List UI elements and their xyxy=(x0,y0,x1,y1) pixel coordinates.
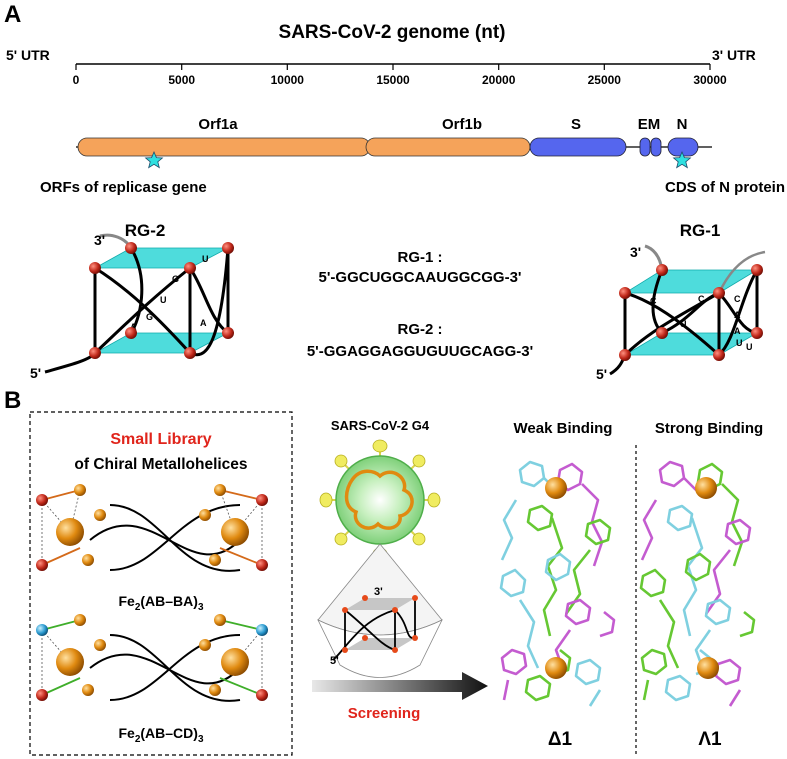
library-subtitle: of Chiral Metallohelices xyxy=(74,456,247,473)
rg2-base: G xyxy=(172,274,179,284)
rg1-g4-structure: U C C C A A U U xyxy=(609,244,766,376)
lambda1-fe-top xyxy=(695,477,717,499)
rg1-base: C xyxy=(734,294,741,304)
tick-label: 25000 xyxy=(588,73,622,87)
delta1-fe-top xyxy=(545,477,567,499)
m-box xyxy=(650,137,662,157)
orf1b-box xyxy=(365,137,531,157)
n-box xyxy=(667,137,699,157)
n-protein-star-icon xyxy=(672,150,692,169)
rg2-title: RG-2 xyxy=(125,221,166,240)
utr5-label: 5' UTR xyxy=(6,47,50,63)
rg1-base: C xyxy=(698,294,705,304)
orf1a-box xyxy=(77,137,371,157)
metallohelix-ab-ba xyxy=(36,484,268,572)
n-protein-annotation: CDS of N protein xyxy=(665,179,785,196)
rg2-base: A xyxy=(130,322,137,332)
rg2-seq-label: RG-2 : xyxy=(398,321,443,338)
delta1-label: Δ1 xyxy=(548,729,573,750)
lambda1-fe-bottom xyxy=(697,657,719,679)
tick-label: 30000 xyxy=(693,73,727,87)
n-label: N xyxy=(677,116,688,133)
panel-b-label: B xyxy=(4,387,21,414)
virus-particle-icon xyxy=(319,439,441,561)
s-label: S xyxy=(571,116,581,133)
replicase-star-icon xyxy=(144,150,164,169)
rg2-g4-structure: U G U G A A xyxy=(44,233,234,374)
rg2-base: U xyxy=(160,295,167,305)
screening-arrow-icon xyxy=(312,672,488,700)
metallohelix-ab-cd xyxy=(36,614,268,702)
tick-label: 20000 xyxy=(482,73,516,87)
compound-ab-cd: Fe2(AB–CD)3 xyxy=(118,725,203,745)
screening-label: Screening xyxy=(348,705,421,722)
virus-title: SARS-CoV-2 G4 xyxy=(331,418,430,433)
tick-label: 5000 xyxy=(168,73,195,87)
rg1-base: A xyxy=(734,326,741,336)
rg1-base: A xyxy=(734,310,741,320)
panel-a-label: A xyxy=(4,1,21,28)
spike-box xyxy=(529,137,627,157)
genome-title: SARS-CoV-2 genome (nt) xyxy=(279,22,506,43)
rg1-base: U xyxy=(680,319,687,329)
rg2-base: A xyxy=(200,318,207,328)
virus-g4-structure xyxy=(332,595,418,661)
rg1-seq-label: RG-1 : xyxy=(398,249,443,266)
rg2-5prime: 5' xyxy=(30,365,41,381)
orf1b-label: Orf1b xyxy=(442,116,482,133)
weak-binding-label: Weak Binding xyxy=(514,420,613,437)
rg2-base: G xyxy=(146,312,153,322)
rg1-base: U xyxy=(746,342,753,352)
virus-5prime: 5' xyxy=(330,655,339,667)
genome-ticks xyxy=(75,64,711,70)
library-box xyxy=(29,411,293,756)
strong-binding-label: Strong Binding xyxy=(655,420,763,437)
orf1a-label: Orf1a xyxy=(198,116,238,133)
library-title: Small Library xyxy=(110,431,211,448)
lambda1-label: Λ1 xyxy=(698,729,722,750)
tick-label: 10000 xyxy=(271,73,305,87)
rg1-3prime: 3' xyxy=(630,244,641,260)
rg1-base: C xyxy=(650,296,657,306)
replicase-annotation: ORFs of replicase gene xyxy=(40,179,207,196)
rg1-sequence: 5'-GGCUGGCAAUGGCGG-3' xyxy=(319,269,522,286)
delta1-fe-bottom xyxy=(545,657,567,679)
tick-label: 15000 xyxy=(376,73,410,87)
tick-label: 0 xyxy=(73,73,80,87)
rg1-5prime: 5' xyxy=(596,366,607,382)
em-label: EM xyxy=(638,116,661,133)
rg2-sequence: 5'-GGAGGAGGUGUUGCAGG-3' xyxy=(307,343,533,360)
e-box xyxy=(639,137,651,157)
rg1-title: RG-1 xyxy=(680,221,721,240)
virus-3prime: 3' xyxy=(374,586,383,598)
compound-ab-ba: Fe2(AB–BA)3 xyxy=(118,593,203,613)
rg2-3prime: 3' xyxy=(94,232,105,248)
rg1-base: U xyxy=(736,338,743,348)
delta1-molecule xyxy=(499,460,616,707)
utr3-label: 3' UTR xyxy=(712,47,756,63)
rg2-base: U xyxy=(202,254,209,264)
